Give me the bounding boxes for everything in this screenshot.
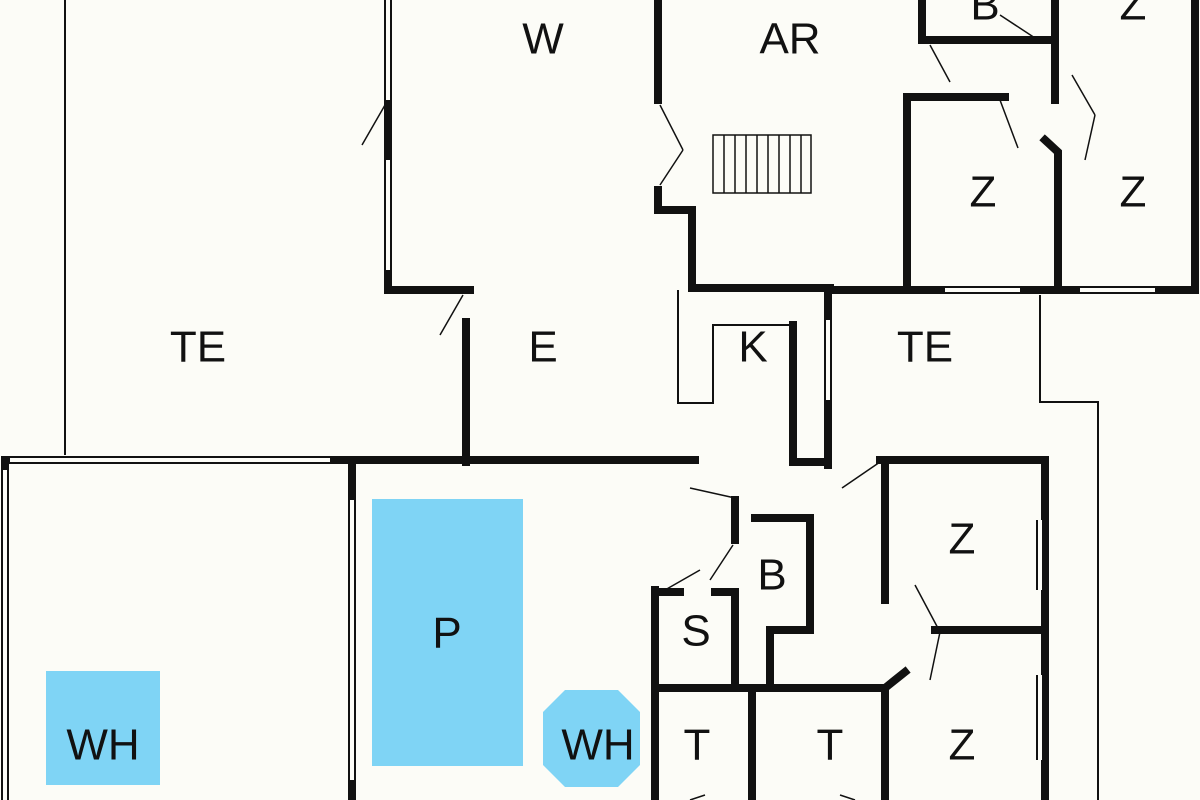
room-label-ar: AR [759,15,820,64]
room-label-z-lower-top: Z [949,515,976,564]
room-label-s: S [681,607,710,656]
pool [372,499,523,766]
room-label-wh-round: WH [561,721,634,770]
thin-outlines [64,0,1099,800]
door-swings [361,14,1096,800]
room-label-k: K [738,323,767,372]
room-label-e: E [528,323,557,372]
room-label-w: W [522,15,564,64]
whirlpool-octagon [543,690,640,787]
room-label-te-right: TE [897,323,953,372]
room-label-b-lower: B [757,551,786,600]
staircase [712,134,812,194]
room-label-te-left: TE [170,323,226,372]
room-label-t-left: T [684,721,711,770]
room-label-z-mid-left: Z [970,168,997,217]
room-label-z-lower-bottom: Z [949,721,976,770]
room-label-z-top-right: Z [1120,0,1147,30]
room-label-p: P [432,609,461,658]
room-label-z-mid-right: Z [1120,168,1147,217]
room-label-t-right: T [817,721,844,770]
windows [1,0,1155,800]
room-label-wh-left: WH [66,721,139,770]
whirlpool-left [46,671,160,785]
room-label-b-top: B [970,0,999,30]
